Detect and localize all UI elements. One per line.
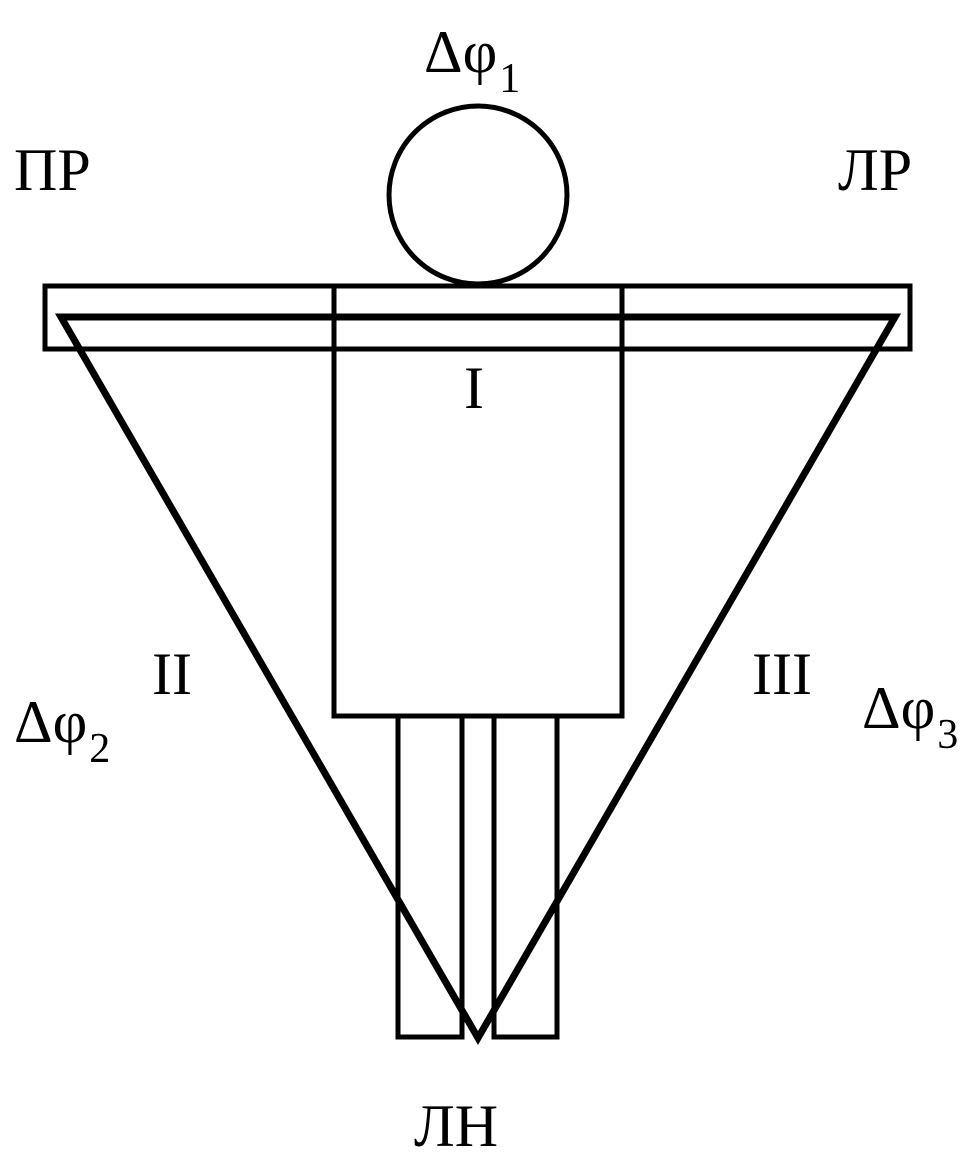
lead-1-subscript: 1 (499, 56, 520, 102)
lead-3-label: Δφ3 (862, 678, 958, 738)
left-leg-electrode-label: ЛН (414, 1096, 498, 1156)
head-shape (389, 106, 567, 284)
lead-2-subscript: 2 (89, 726, 110, 772)
side-3-label: III (752, 644, 812, 704)
lead-1-symbol: Δφ (424, 19, 497, 85)
lead-1-label: Δφ1 (424, 22, 520, 82)
lead-2-label: Δφ2 (14, 692, 110, 752)
side-1-label: I (464, 358, 484, 418)
lead-3-subscript: 3 (937, 712, 958, 758)
lead-3-symbol: Δφ (862, 675, 935, 741)
side-2-label: II (152, 644, 192, 704)
right-arm-electrode-label: ПР (14, 140, 91, 200)
left-arm-electrode-label: ЛР (838, 140, 912, 200)
lead-2-symbol: Δφ (14, 689, 87, 755)
